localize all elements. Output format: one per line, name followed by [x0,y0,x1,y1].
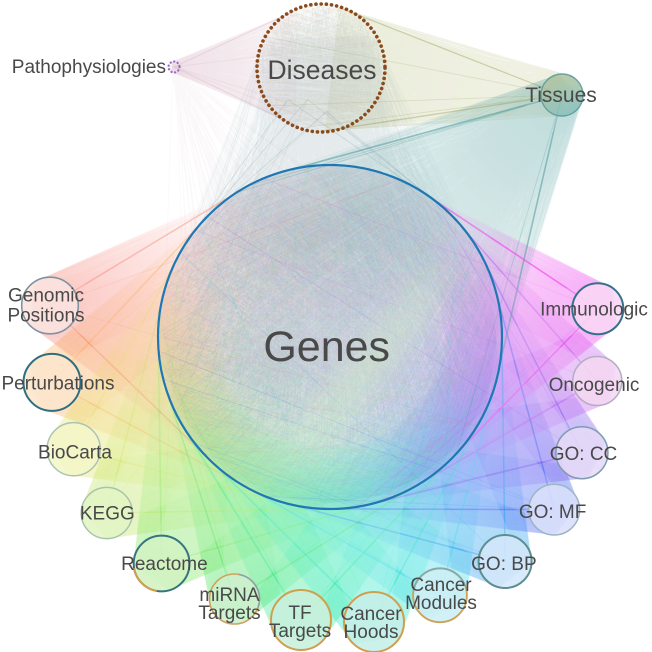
svg-text:TF: TF [288,603,311,624]
svg-text:Reactome: Reactome [121,554,208,575]
svg-text:Targets: Targets [269,621,331,642]
svg-text:Modules: Modules [405,593,477,614]
svg-text:Genomic: Genomic [8,286,84,307]
svg-text:GO: MF: GO: MF [519,502,587,523]
svg-text:Positions: Positions [7,306,84,327]
svg-text:Hoods: Hoods [344,622,399,643]
svg-text:Genes: Genes [263,323,390,371]
svg-text:Targets: Targets [198,603,260,624]
svg-text:Cancer: Cancer [410,575,472,596]
svg-text:Pathophysiologies: Pathophysiologies [12,57,166,78]
svg-text:Perturbations: Perturbations [1,373,114,394]
svg-text:GO: BP: GO: BP [471,554,536,575]
svg-text:Cancer: Cancer [340,604,402,625]
svg-text:miRNA: miRNA [199,585,259,606]
svg-text:Immunologic: Immunologic [540,300,648,321]
svg-text:KEGG: KEGG [80,504,135,525]
svg-text:GO: CC: GO: CC [550,444,618,465]
svg-text:Diseases: Diseases [268,55,377,85]
svg-text:BioCarta: BioCarta [38,442,112,463]
svg-text:Tissues: Tissues [525,84,597,107]
svg-text:Oncogenic: Oncogenic [549,375,640,396]
